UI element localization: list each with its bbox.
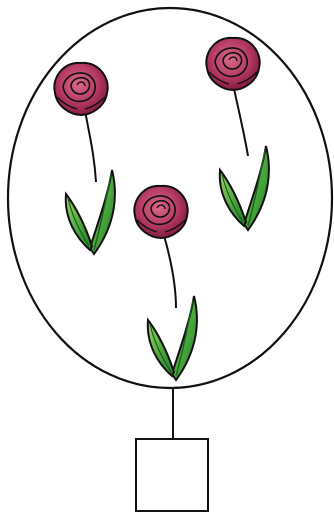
rose-icon <box>54 63 107 115</box>
square-box <box>136 439 208 511</box>
rose-icon <box>206 38 259 90</box>
rose-icon <box>134 186 187 238</box>
